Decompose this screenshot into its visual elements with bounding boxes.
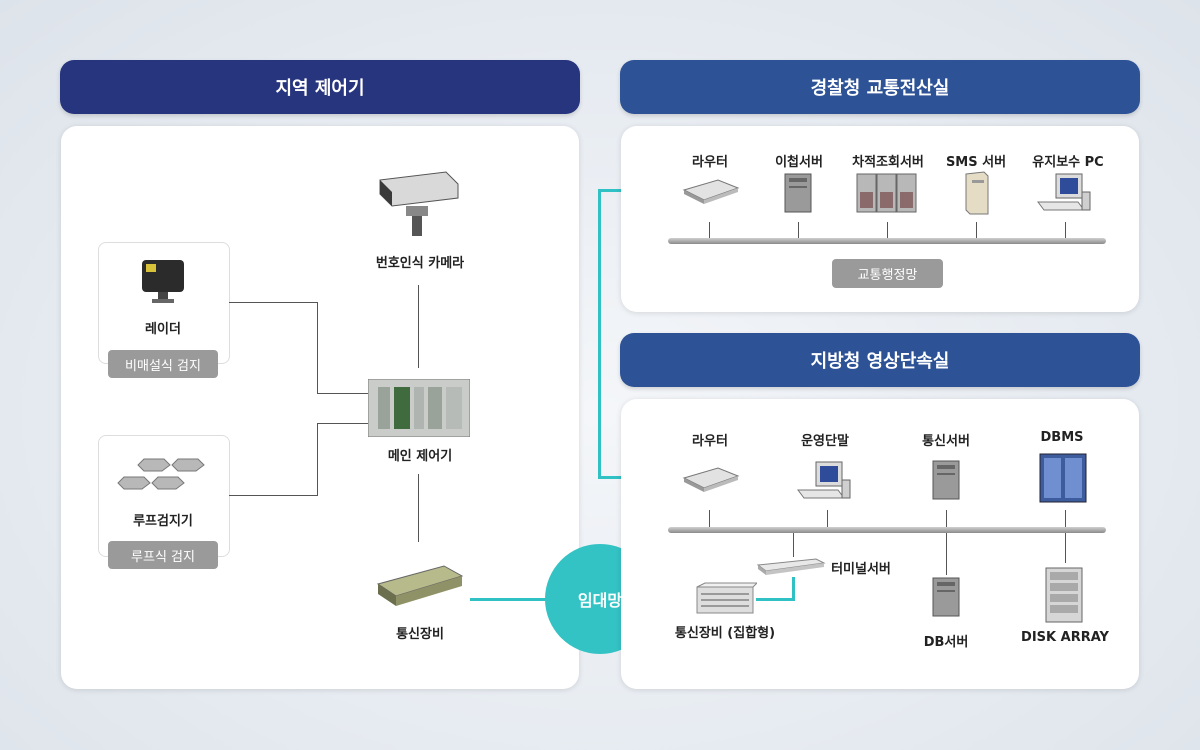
left-section-header: 지역 제어기: [60, 60, 580, 114]
local-device-label-dbms: DBMS: [1040, 430, 1084, 445]
radar-badge: 비매설식 검지: [108, 350, 218, 378]
local-drop-terminal: [827, 510, 828, 527]
camera-icon: [379, 171, 459, 236]
police-network-badge: 교통행정망: [832, 259, 943, 288]
disk-array-label: DISK ARRAY: [1021, 630, 1109, 645]
server-rack-icon: [856, 173, 917, 213]
radar-connector-h2: [317, 393, 368, 394]
comm-equipment-icon: [376, 565, 464, 606]
aggregate-comm-icon: [696, 582, 757, 614]
police-device-label-transfer: 이첩서버: [775, 155, 823, 170]
db-server-drop: [946, 533, 947, 575]
local-panel: [621, 399, 1139, 689]
police-device-label-pc: 유지보수 PC: [1032, 155, 1104, 170]
loop-detector-icon: [117, 458, 205, 490]
police-network-badge-text: 교통행정망: [857, 268, 918, 283]
leased-network-label: 임대망: [577, 591, 623, 610]
camera-label: 번호인식 카메라: [375, 256, 465, 271]
router-link-vertical: [598, 189, 601, 479]
loop-detector-card: [98, 435, 230, 557]
police-drop-pc: [1065, 222, 1066, 238]
local-device-label-comm-server: 통신서버: [922, 434, 970, 449]
loop-connector-h1: [229, 495, 318, 496]
terminal-server-drop: [793, 533, 794, 557]
sms-server-icon: [965, 171, 989, 215]
aggregate-comm-label: 통신장비 (집합형): [674, 626, 776, 641]
terminal-server-icon: [756, 558, 826, 575]
comm-server-icon: [932, 460, 960, 500]
loop-detector-badge: 루프식 검지: [108, 541, 218, 569]
server-icon: [784, 173, 812, 213]
loop-connector-v: [317, 423, 318, 496]
local-section-header: 지방청 영상단속실: [620, 333, 1140, 387]
db-server-label: DB서버: [923, 635, 969, 650]
disk-array-drop: [1065, 533, 1066, 563]
terminal-server-teal-v: [792, 577, 795, 601]
police-section-title: 경찰청 교통전산실: [810, 78, 950, 99]
loop-detector-label: 루프검지기: [133, 514, 193, 529]
leased-line-left: [470, 598, 550, 601]
camera-controller-line: [418, 285, 419, 368]
controller-comm-line: [418, 474, 419, 542]
police-device-label-sms: SMS 서버: [945, 155, 1007, 170]
police-network-bus: [668, 238, 1106, 244]
main-controller-icon: [368, 379, 470, 437]
police-drop-router: [709, 222, 710, 238]
operator-terminal-icon: [797, 461, 851, 499]
police-drop-lookup: [887, 222, 888, 238]
radar-label: 레이더: [145, 322, 181, 337]
loop-connector-h2: [317, 423, 368, 424]
dbms-icon: [1039, 453, 1087, 503]
left-section-title: 지역 제어기: [275, 78, 365, 99]
local-network-bus: [668, 527, 1106, 533]
router-icon: [682, 179, 740, 204]
comm-equipment-label: 통신장비: [396, 627, 444, 642]
radar-connector-h1: [229, 302, 318, 303]
local-drop-router: [709, 510, 710, 527]
local-router-icon: [682, 467, 740, 492]
local-device-label-router: 라우터: [692, 434, 728, 449]
radar-connector-v: [317, 302, 318, 394]
police-device-label-lookup: 차적조회서버: [852, 155, 924, 170]
terminal-server-label: 터미널서버: [831, 562, 891, 577]
maintenance-pc-icon: [1037, 173, 1091, 211]
left-panel: [61, 126, 579, 689]
police-drop-transfer: [798, 222, 799, 238]
police-drop-sms: [976, 222, 977, 238]
db-server-icon: [932, 577, 960, 617]
police-section-header: 경찰청 교통전산실: [620, 60, 1140, 114]
loop-detector-badge-text: 루프식 검지: [131, 549, 195, 565]
police-device-label-router: 라우터: [692, 155, 728, 170]
local-drop-comm-server: [946, 510, 947, 527]
radar-badge-text: 비매설식 검지: [125, 358, 201, 374]
local-section-title: 지방청 영상단속실: [810, 351, 950, 372]
local-device-label-terminal: 운영단말: [801, 434, 849, 449]
disk-array-icon: [1045, 567, 1083, 623]
terminal-server-teal-h: [756, 598, 795, 601]
local-drop-dbms: [1065, 510, 1066, 527]
radar-icon: [142, 260, 184, 303]
main-controller-label: 메인 제어기: [387, 449, 453, 464]
